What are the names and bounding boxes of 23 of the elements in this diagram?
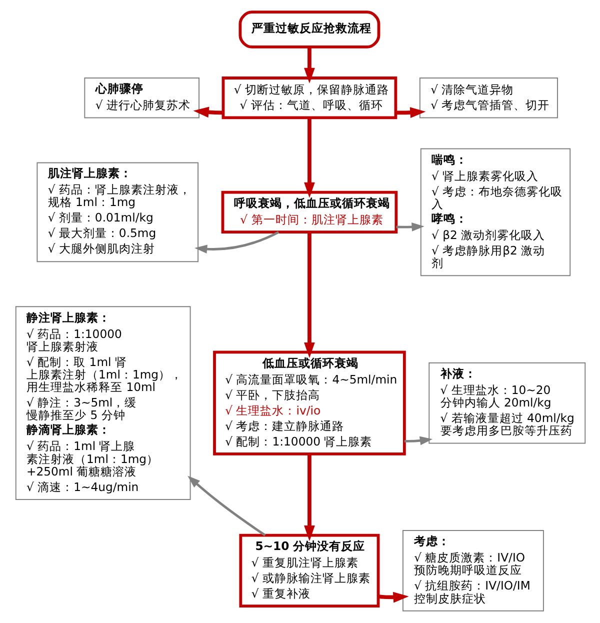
node-box: 静注肾上腺素： √ 药品：1:10000 肾上腺素射液 √ 配制：取 1ml 肾上腺素注射（1ml：1mg），用生理盐水稀释至 10ml √ 静注：3~5ml，缓慢静推至少 5 分钟 静滴肾上腺素： √ 药品：1ml 肾上腺素注射液（1ml：1mg）+250ml 葡糖糖溶液 √ 滴速：1~4ug/min	[14, 306, 190, 500]
arrow	[395, 107, 426, 118]
node-box: 低血压或循环衰竭 √ 高流量面罩吸氧：4~5ml/min √ 平卧，下肢抬高 √ 生理盐水：iv/io √ 考虑：建立静脉通路 √ 配制：1:10000 肾上腺素	[212, 350, 406, 456]
arrow	[192, 106, 222, 118]
node-box: 肌注肾上腺素： √ 药品：肾上腺素注射液，规格 1ml：1mg √ 剂量：0.01ml/kg √ 最大剂量：0.5mg √ 大腿外侧肌肉注射	[36, 162, 198, 262]
arrow	[304, 454, 314, 542]
node-box: 呼吸衰竭，低血压或循环衰竭 √ 第一时间：肌注肾上腺素	[220, 190, 398, 234]
node-box: 心肺骤停 √ 进行心肺复苏术	[84, 78, 199, 118]
node-box: √ 切断过敏原，保留静脉通路 √ 评估：气道、呼吸、循环	[221, 76, 397, 120]
node-box: 考虑： √ 糖皮质激素：IV/IO 预防晚期呼吸道反应 √ 抗组胺药：IV/IO/IM 控制皮肤症状	[402, 530, 544, 612]
arrow	[378, 592, 408, 603]
arrow	[304, 47, 314, 84]
arrow	[396, 222, 424, 232]
node-box: 严重过敏反应抢救流程	[238, 10, 380, 48]
node-box: √ 清除气道异物 √ 考虑气管插管、切开	[418, 78, 558, 118]
arrow	[187, 476, 266, 536]
arrow	[304, 118, 314, 198]
node-box: 喘鸣： √ 肾上腺素雾化吸入 √ 考虑：布地奈德雾化吸入 哮鸣： √ β2 激动剂雾化吸入 √ 考虑静脉用β2 激动剂	[420, 148, 570, 276]
node-box: 补液： √ 生理盐水：10~20 分钟内输人 20ml/kg √ 若输液量超过 40ml/kg 要考虑用多巴胺等升压药	[428, 362, 586, 444]
node-box: 5~10 分钟没有反应 √ 重复肌注肾上腺素 √ 或静脉输注肾上腺素 √ 重复补液	[238, 534, 380, 608]
arrow	[194, 231, 279, 254]
arrow	[404, 436, 432, 446]
arrow	[304, 232, 314, 358]
